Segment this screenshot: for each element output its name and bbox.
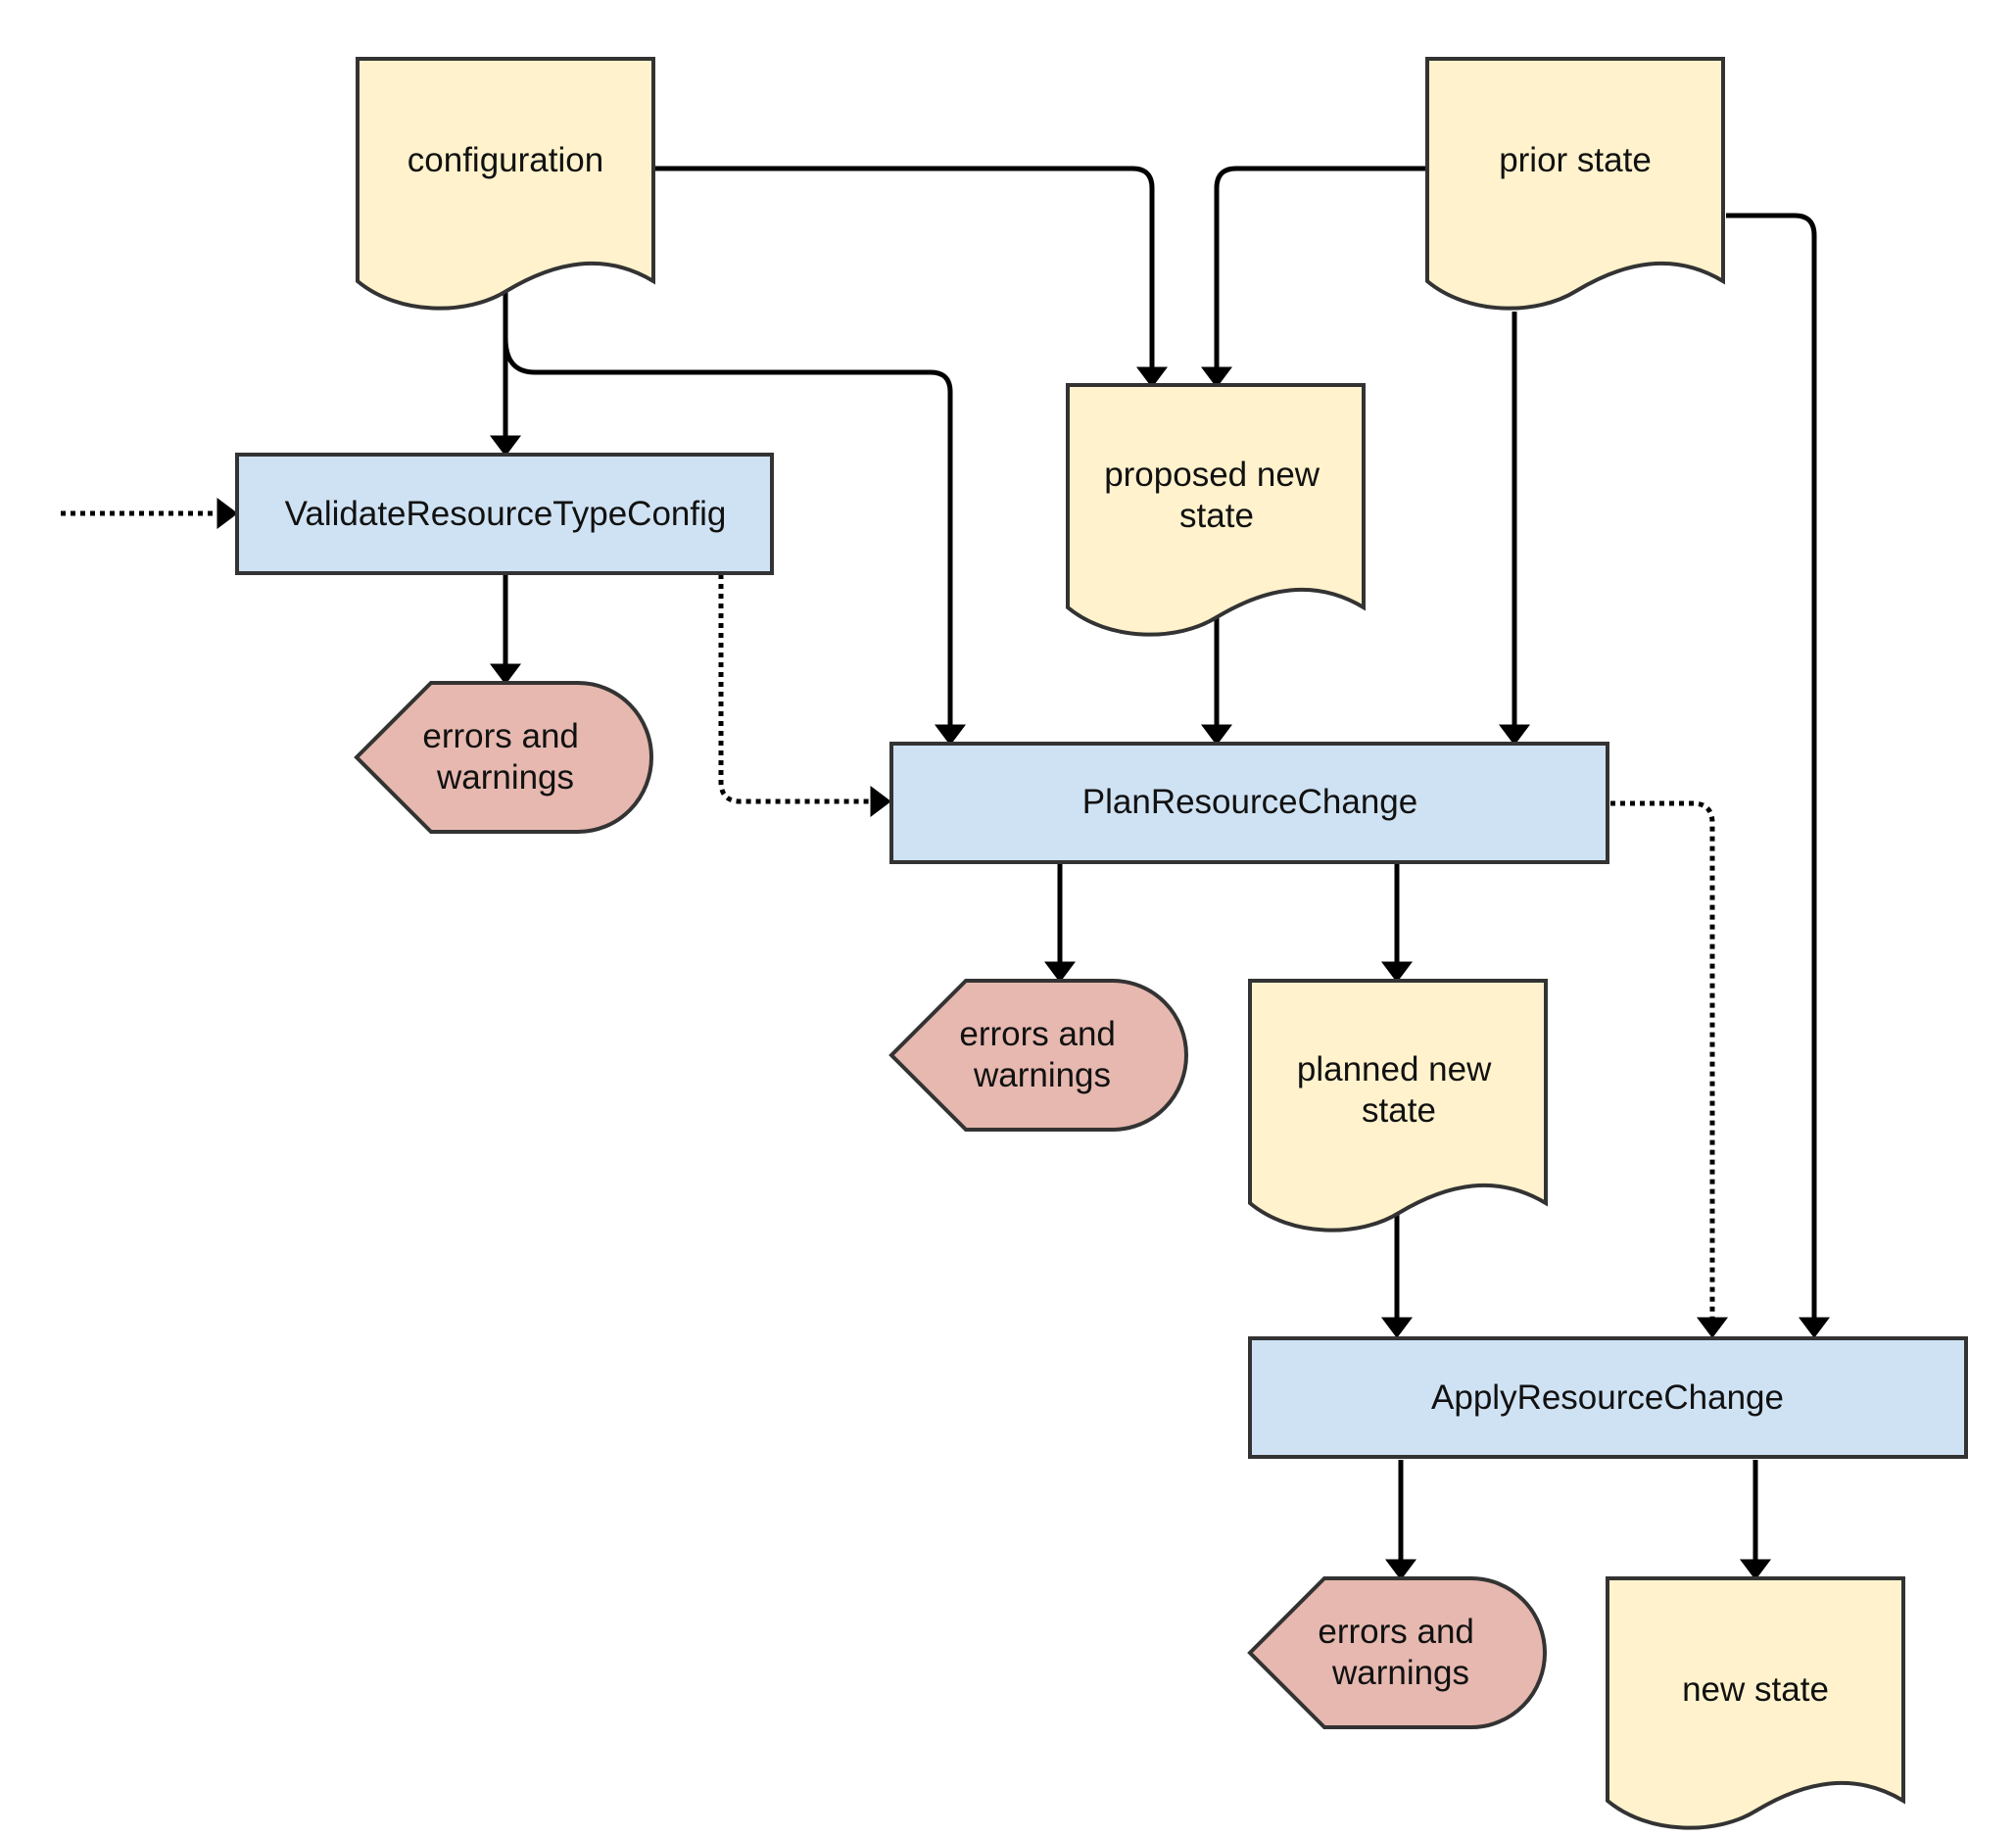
- arrowhead: [1044, 961, 1076, 983]
- edge-configuration-to-plan: [503, 337, 953, 725]
- process-shape: [889, 742, 1609, 864]
- arrowhead: [1381, 961, 1413, 983]
- display-shape: [354, 681, 653, 834]
- node-label-line: ApplyResourceChange: [1431, 1378, 1784, 1417]
- node-plan-resource-change: PlanResourceChange: [889, 742, 1609, 864]
- node-errors-apply: errors and warnings: [1247, 1576, 1547, 1729]
- node-label-line: configuration: [408, 141, 603, 179]
- node-label: ValidateResourceTypeConfig: [285, 495, 727, 533]
- arrowhead: [935, 724, 966, 746]
- node-label: proposed new state: [1104, 456, 1329, 535]
- node-label-line: errors and: [1318, 1613, 1474, 1651]
- node-label: errors and warnings: [1318, 1613, 1483, 1692]
- node-label-line: warnings: [1331, 1654, 1469, 1692]
- node-label-line: state: [1362, 1091, 1436, 1130]
- node-label-line: planned new: [1297, 1050, 1492, 1088]
- edges: [61, 166, 1830, 1580]
- arrowhead: [1385, 1559, 1416, 1580]
- arrowhead: [490, 435, 521, 457]
- node-label-line: warnings: [436, 758, 574, 797]
- process-shape: [1248, 1336, 1968, 1459]
- node-label: planned new state: [1297, 1050, 1501, 1130]
- node-label: ApplyResourceChange: [1431, 1378, 1784, 1417]
- node-label: configuration: [408, 141, 603, 179]
- node-label-line: state: [1179, 497, 1254, 535]
- arrowhead: [1740, 1559, 1771, 1580]
- document-shape: [1248, 979, 1548, 1233]
- arrowhead: [1499, 724, 1530, 746]
- node-label-line: proposed new: [1104, 456, 1320, 494]
- node-label-line: errors and: [959, 1015, 1116, 1053]
- edge-configuration-to-proposed: [652, 166, 1155, 367]
- arrowhead: [216, 498, 238, 529]
- arrowhead: [490, 663, 521, 685]
- node-label-line: PlanResourceChange: [1082, 783, 1417, 821]
- display-shape: [1247, 1576, 1547, 1729]
- node-errors-validate: errors and warnings: [354, 681, 653, 834]
- node-validate-resource-type-config: ValidateResourceTypeConfig: [235, 453, 774, 575]
- node-label-line: prior state: [1499, 141, 1652, 179]
- node-errors-plan: errors and warnings: [888, 979, 1188, 1132]
- arrowhead: [1799, 1317, 1830, 1338]
- node-label-line: ValidateResourceTypeConfig: [285, 495, 727, 533]
- document-shape: [1066, 383, 1366, 637]
- document-shape: [1425, 57, 1725, 311]
- arrowhead: [1136, 366, 1168, 388]
- node-label-line: new state: [1682, 1670, 1829, 1709]
- edge-plan-to-apply: [1610, 800, 1715, 1318]
- node-label: new state: [1682, 1670, 1829, 1709]
- document-shape: [356, 57, 655, 311]
- node-proposed-new-state: proposed new state: [1066, 383, 1366, 637]
- node-apply-resource-change: ApplyResourceChange: [1248, 1336, 1968, 1459]
- node-new-state: new state: [1606, 1576, 1905, 1830]
- node-label: errors and warnings: [422, 717, 588, 797]
- node-label: PlanResourceChange: [1082, 783, 1417, 821]
- process-shape: [235, 453, 774, 575]
- edge-prior-to-apply: [1726, 213, 1817, 1318]
- node-planned-new-state: planned new state: [1248, 979, 1548, 1233]
- node-label: errors and warnings: [959, 1015, 1125, 1094]
- nodes: configuration prior state proposed new s…: [235, 57, 1968, 1830]
- arrowhead: [870, 786, 891, 817]
- display-shape: [888, 979, 1188, 1132]
- arrowhead: [1201, 366, 1232, 388]
- node-configuration: configuration: [356, 57, 655, 311]
- node-prior-state: prior state: [1425, 57, 1725, 311]
- document-shape: [1606, 1576, 1905, 1830]
- node-label-line: warnings: [973, 1056, 1111, 1094]
- arrowhead: [1201, 724, 1232, 746]
- arrowhead: [1697, 1317, 1728, 1338]
- edge-validate-to-plan: [718, 574, 871, 804]
- node-label: prior state: [1499, 141, 1652, 179]
- arrowhead: [1381, 1317, 1413, 1338]
- edge-prior-to-proposed: [1214, 166, 1428, 367]
- node-label-line: errors and: [422, 717, 579, 755]
